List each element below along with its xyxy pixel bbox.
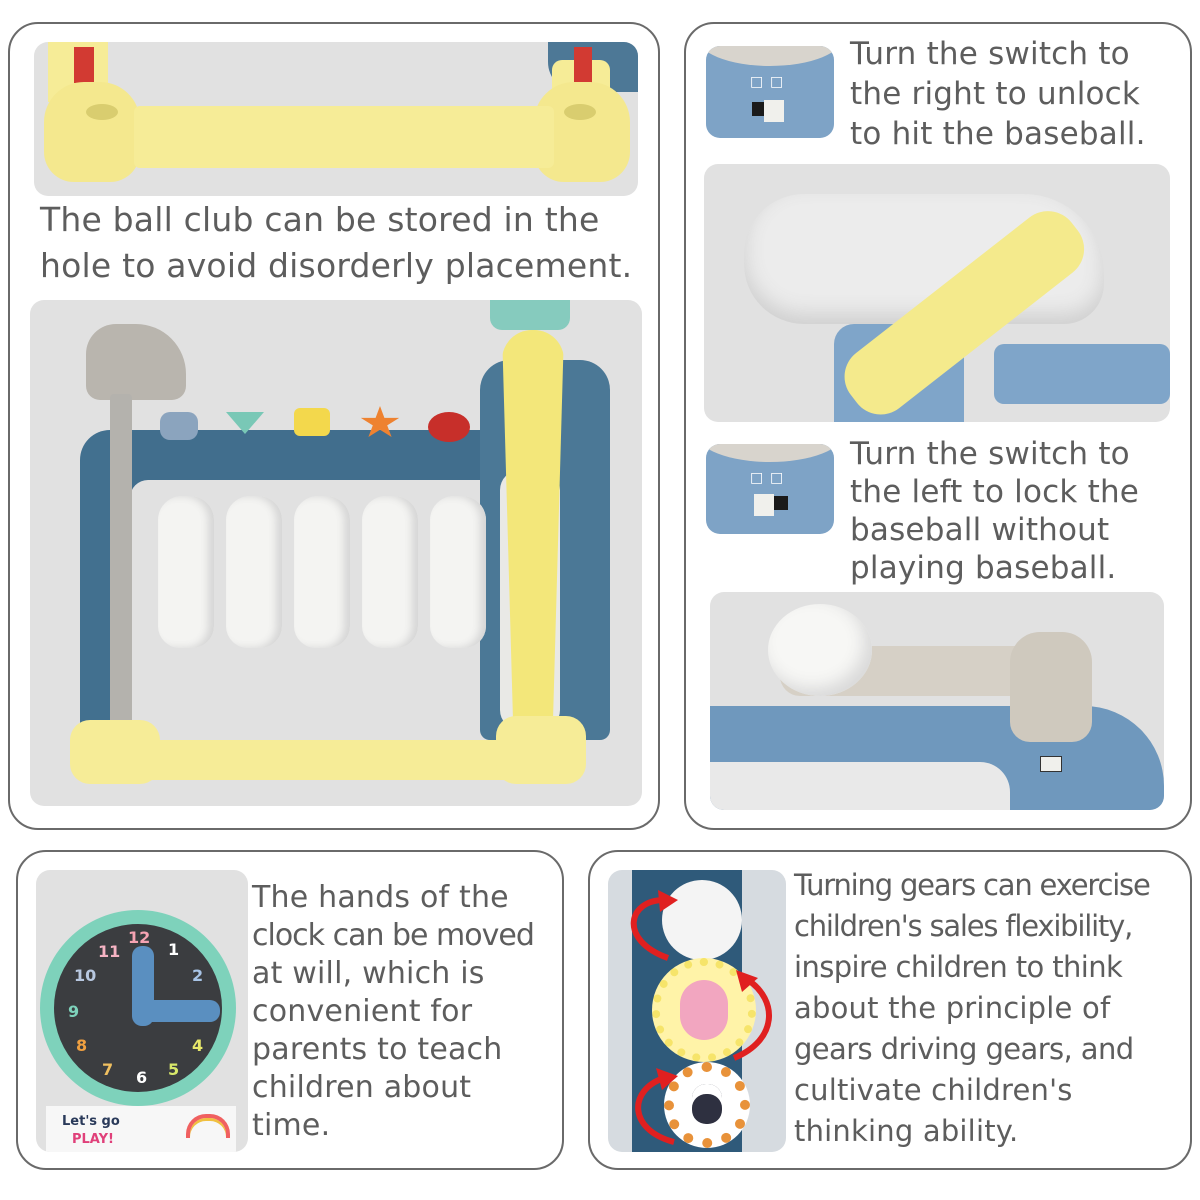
- badge-text-1: Let's go: [62, 1114, 120, 1129]
- base-bar: [134, 106, 554, 168]
- switch-small[interactable]: [1040, 756, 1062, 772]
- base-bar-bottom: [150, 740, 510, 780]
- clock-line-7: time.: [252, 1108, 331, 1143]
- bowling-pin-4[interactable]: [362, 496, 418, 648]
- bowling-pin-1[interactable]: [158, 496, 214, 648]
- clock-line-5: parents to teach: [252, 1032, 503, 1067]
- clock-num-10: 10: [74, 966, 97, 985]
- left-hole: [86, 104, 118, 120]
- unlock-line-3: to hit the baseball.: [850, 116, 1146, 152]
- gears-line-2: children's sales flexibility,: [794, 909, 1133, 943]
- gears-line-4: about the principle of: [794, 991, 1111, 1025]
- clock-num-12: 12: [128, 928, 151, 947]
- photo-pitching-arm: [710, 592, 1164, 810]
- blue-tube: [994, 344, 1170, 404]
- switch-knob[interactable]: [754, 494, 774, 516]
- right-hole: [564, 104, 596, 120]
- gears-line-6: cultivate children's: [794, 1073, 1073, 1107]
- white-tray: [710, 762, 1010, 810]
- gears-line-7: thinking ability.: [794, 1114, 1019, 1148]
- clock-num-8: 8: [76, 1036, 88, 1055]
- bowling-pin-2[interactable]: [226, 496, 282, 648]
- golf-club-shaft[interactable]: [110, 394, 132, 744]
- clock-num-4: 4: [192, 1036, 204, 1055]
- thumb-top-arc: [706, 444, 834, 462]
- badge-text-2: PLAY!: [72, 1132, 114, 1147]
- teal-top: [490, 300, 570, 330]
- unlock-line-1: Turn the switch to: [850, 36, 1130, 72]
- golf-club-head[interactable]: [86, 324, 186, 400]
- clock-num-11: 11: [98, 942, 121, 961]
- button-square-yellow[interactable]: [294, 408, 330, 436]
- photo-glove-bat: [704, 164, 1170, 422]
- storage-caption-1: The ball club can be stored in the: [40, 200, 600, 239]
- photo-clock: 12 1 2 4 5 6 7 8 9 10 11 Let's go PLAY!: [36, 870, 248, 1152]
- rotation-arrows-icon: [630, 890, 772, 1145]
- rainbow-icon: [186, 1114, 230, 1138]
- gears-line-3: inspire children to think: [794, 950, 1123, 984]
- unlock-icon: □: [770, 470, 784, 486]
- clock-line-2: clock can be moved: [252, 918, 535, 953]
- clock-line-6: children about: [252, 1070, 472, 1105]
- switch-locked-thumb: □ □: [706, 444, 834, 534]
- left-hole-cup: [44, 82, 140, 182]
- gear-white[interactable]: [662, 880, 742, 960]
- unlock-icon: □: [770, 74, 784, 90]
- switch-knob[interactable]: [764, 100, 784, 122]
- red-marker-right: [574, 47, 592, 83]
- gears-line-1: Turning gears can exercise: [794, 868, 1151, 902]
- clock-line-3: at will, which is: [252, 956, 485, 991]
- lock-icon: □: [750, 74, 764, 90]
- bowling-pin-3[interactable]: [294, 496, 350, 648]
- lock-line-2: the left to lock the: [850, 474, 1140, 510]
- penguin-face: [692, 1084, 722, 1124]
- unlock-line-2: the right to unlock: [850, 76, 1141, 112]
- red-marker-left: [74, 47, 94, 83]
- clock-num-9: 9: [68, 1002, 80, 1021]
- button-oval-red[interactable]: [428, 412, 470, 442]
- lock-line-4: playing baseball.: [850, 550, 1117, 586]
- button-circle-gray[interactable]: [160, 412, 198, 440]
- gears-line-5: gears driving gears, and: [794, 1032, 1134, 1066]
- clock-line-1: The hands of the: [252, 880, 509, 915]
- photo-gears: [608, 870, 786, 1152]
- storage-caption-2: hole to avoid disorderly placement.: [40, 246, 633, 285]
- switch-unlocked-thumb: □ □: [706, 46, 834, 138]
- lock-icon: □: [750, 470, 764, 486]
- clock-num-5: 5: [168, 1060, 180, 1079]
- baseball[interactable]: [768, 604, 872, 696]
- panel-clock: 12 1 2 4 5 6 7 8 9 10 11 Let's go PLAY! …: [16, 850, 564, 1170]
- thumb-top-arc: [706, 46, 834, 66]
- clock-num-6: 6: [136, 1068, 148, 1087]
- clock-num-1: 1: [168, 940, 180, 959]
- bowling-pin-5[interactable]: [430, 496, 486, 648]
- base-right-cup: [496, 716, 586, 784]
- photo-base-holes: [34, 42, 638, 196]
- photo-toy-stand: [30, 300, 642, 806]
- lock-line-1: Turn the switch to: [850, 436, 1130, 472]
- bunny-face: [680, 980, 728, 1040]
- clock-line-4: convenient for: [252, 994, 473, 1029]
- arm-pivot[interactable]: [1010, 632, 1092, 742]
- clock-num-2: 2: [192, 966, 204, 985]
- clock-num-7: 7: [102, 1060, 114, 1079]
- base-left-cup: [70, 720, 160, 784]
- panel-switch: □ □ Turn the switch to the right to unlo…: [684, 22, 1192, 830]
- panel-gears: Turning gears can exercise children's sa…: [588, 850, 1192, 1170]
- lock-line-3: baseball without: [850, 512, 1110, 548]
- panel-storage: The ball club can be stored in the hole …: [8, 22, 660, 830]
- clock-minute-hand[interactable]: [136, 1000, 220, 1022]
